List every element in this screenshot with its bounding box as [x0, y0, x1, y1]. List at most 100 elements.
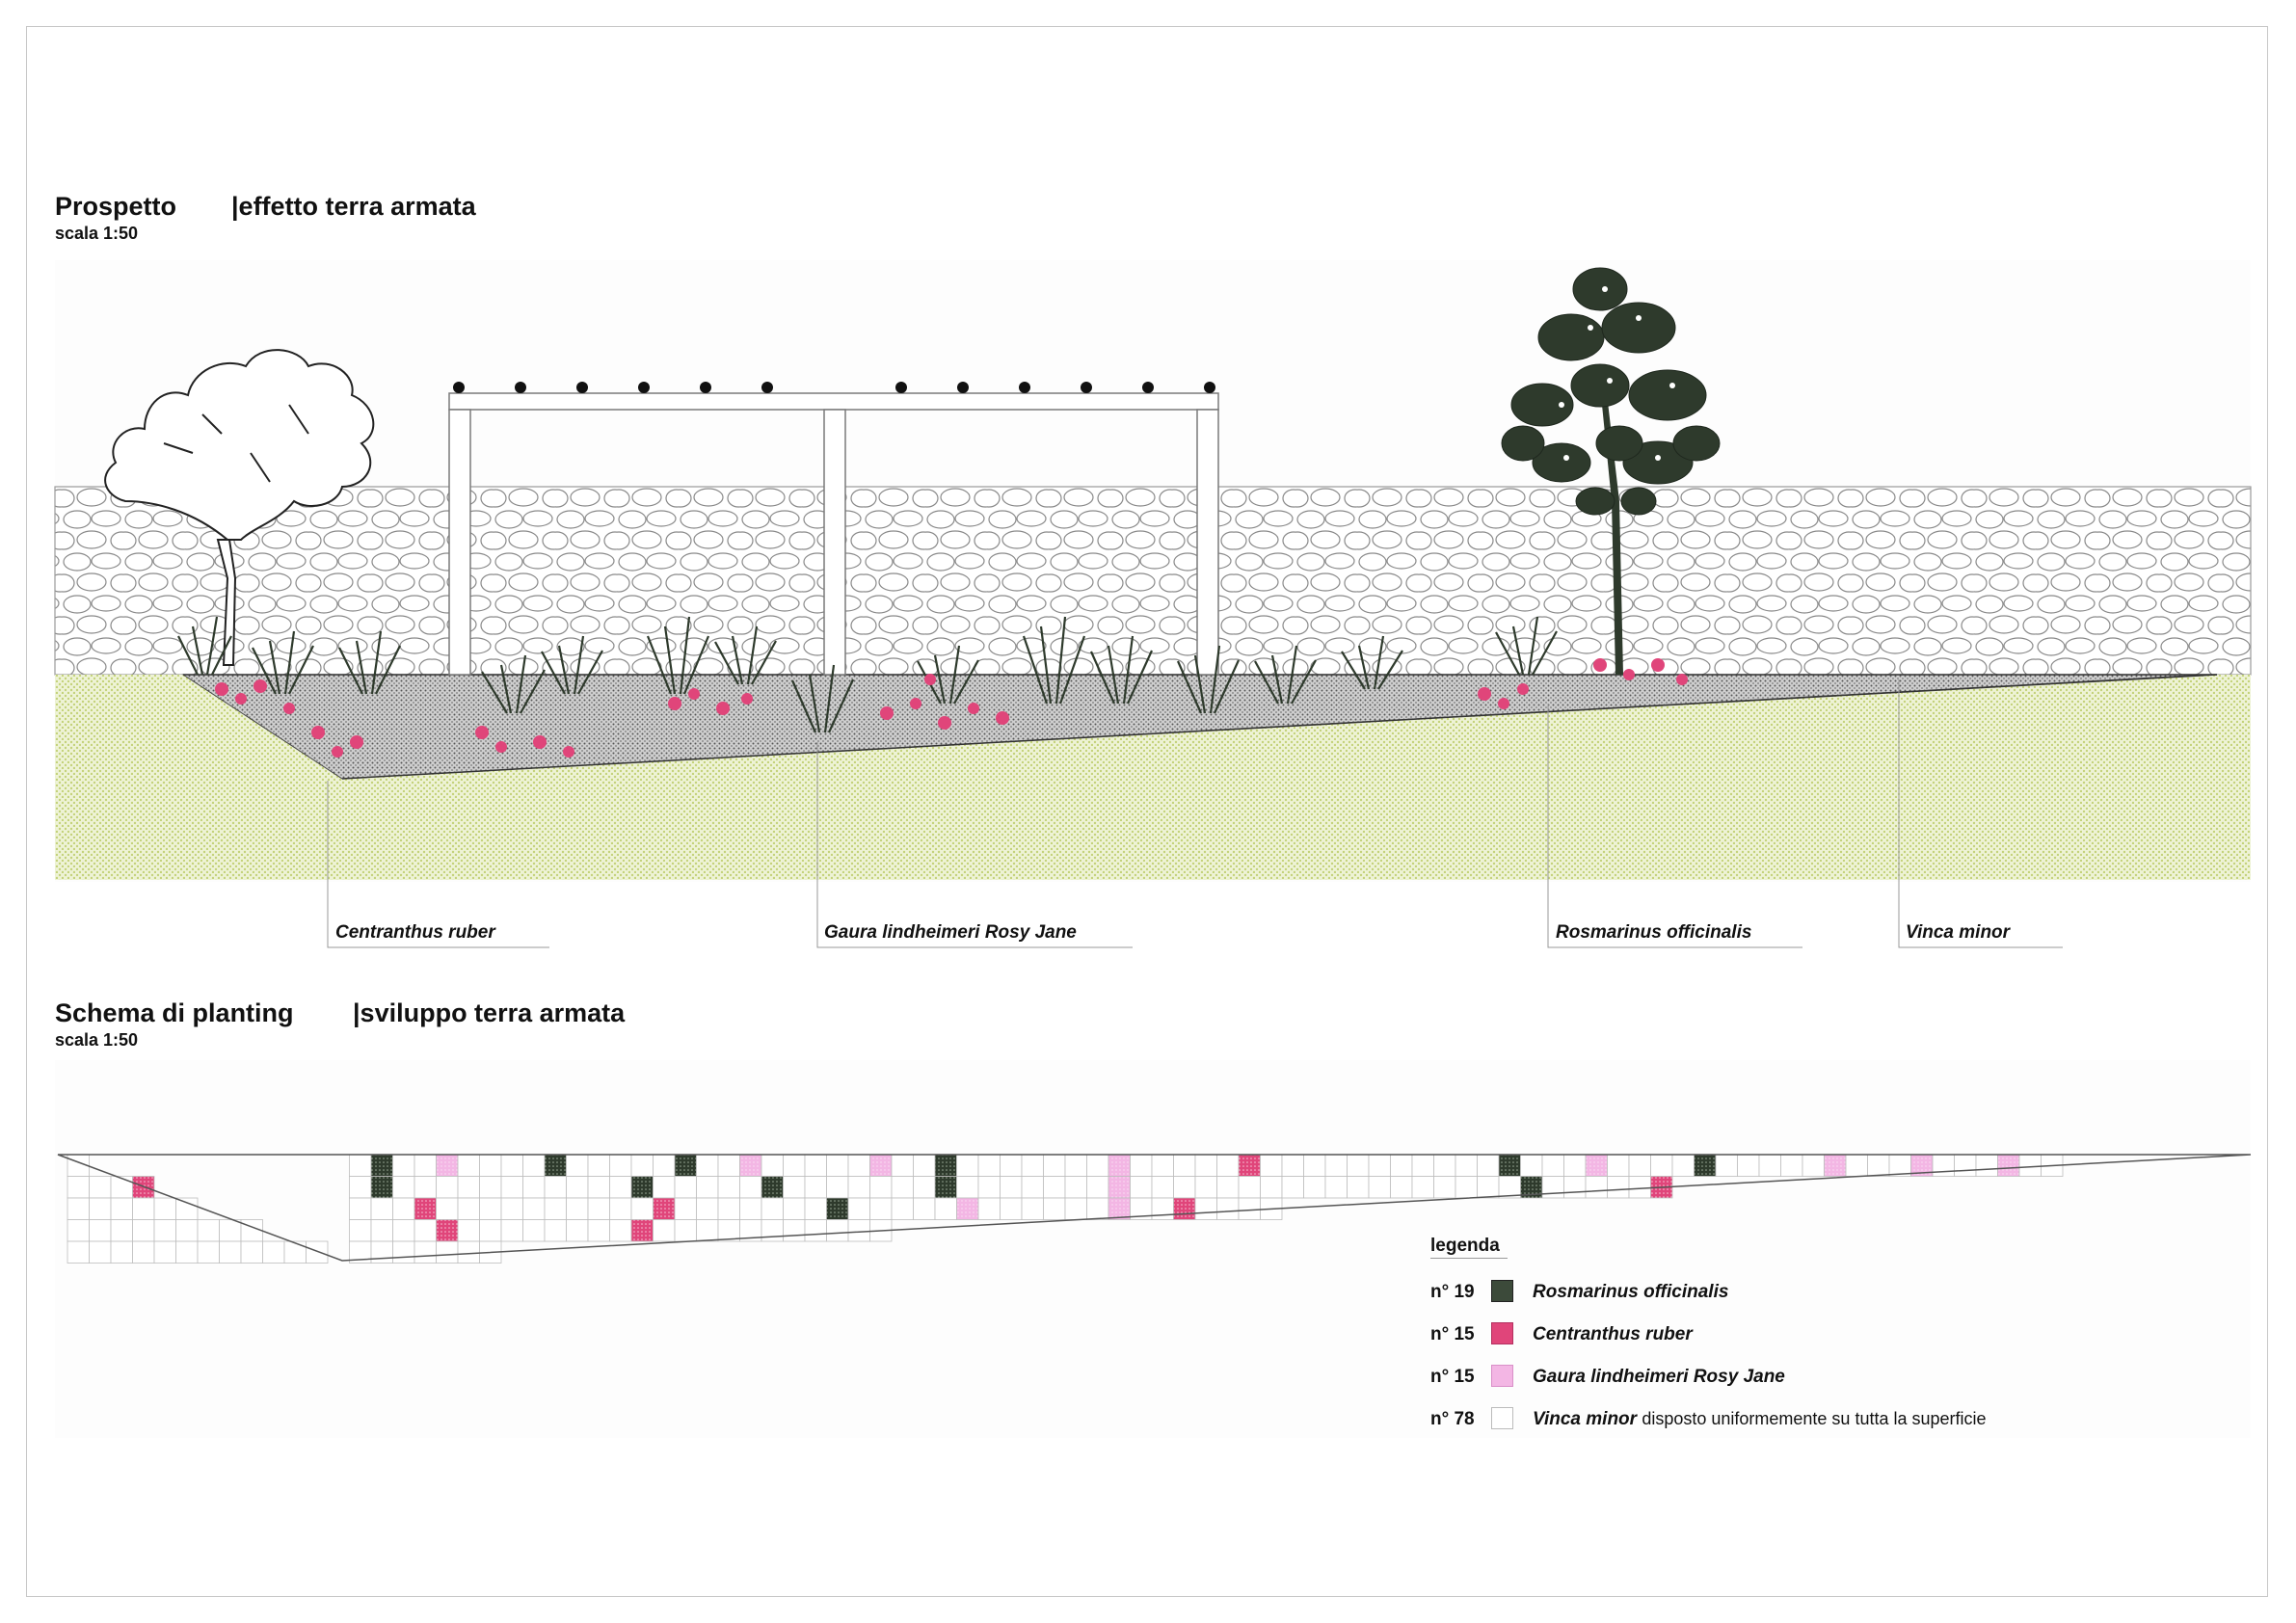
- cell-vinca: [1173, 1154, 1196, 1177]
- cell-vinca: [392, 1197, 415, 1220]
- cell-vinca: [457, 1176, 480, 1199]
- cell-vinca: [500, 1154, 523, 1177]
- cell-vinca: [370, 1219, 393, 1242]
- cell-vinca: [913, 1176, 936, 1199]
- cell-vinca: [913, 1154, 936, 1177]
- cell-vinca: [1260, 1176, 1283, 1199]
- cell-vinca: [609, 1176, 632, 1199]
- cell-vinca: [609, 1219, 632, 1242]
- cell-vinca: [869, 1197, 893, 1220]
- cell-vinca: [653, 1154, 676, 1177]
- cell-vinca: [1194, 1154, 1217, 1177]
- cell-vinca: [566, 1197, 589, 1220]
- cell-vinca: [1130, 1176, 1153, 1199]
- cell-gaura: [1108, 1154, 1131, 1177]
- cell-vinca: [739, 1197, 762, 1220]
- cell-vinca: [826, 1219, 849, 1242]
- cell-vinca: [349, 1197, 372, 1220]
- cell-vinca: [1607, 1154, 1630, 1177]
- cell-vinca: [913, 1197, 936, 1220]
- cell-vinca: [956, 1176, 979, 1199]
- cell-vinca: [1281, 1176, 1304, 1199]
- cell-vinca: [67, 1240, 90, 1264]
- cell-vinca: [2018, 1154, 2042, 1177]
- cell-vinca: [89, 1219, 112, 1242]
- cell-rosmarinus: [1694, 1154, 1717, 1177]
- cell-vinca: [653, 1219, 676, 1242]
- cell-vinca: [392, 1154, 415, 1177]
- cell-vinca: [1281, 1154, 1304, 1177]
- cell-vinca: [370, 1240, 393, 1264]
- cell-vinca: [1194, 1176, 1217, 1199]
- cell-vinca: [500, 1197, 523, 1220]
- legend-swatch-rosmarinus: [1491, 1280, 1513, 1302]
- pergola: [448, 392, 1219, 676]
- cell-vinca: [783, 1154, 806, 1177]
- cell-vinca: [1000, 1176, 1023, 1199]
- cell-vinca: [1151, 1176, 1174, 1199]
- cell-vinca: [847, 1154, 870, 1177]
- cell-vinca: [522, 1197, 546, 1220]
- cell-vinca: [783, 1197, 806, 1220]
- cell-vinca: [826, 1176, 849, 1199]
- legend-name: Centranthus ruber: [1533, 1324, 1693, 1344]
- cell-vinca: [1021, 1197, 1044, 1220]
- cell-vinca: [479, 1176, 502, 1199]
- cell-vinca: [696, 1219, 719, 1242]
- cell-gaura: [1824, 1154, 1847, 1177]
- cell-vinca: [609, 1154, 632, 1177]
- cell-vinca: [1324, 1154, 1348, 1177]
- cell-vinca: [587, 1197, 610, 1220]
- cell-vinca: [1347, 1176, 1370, 1199]
- cell-vinca: [1368, 1176, 1391, 1199]
- cell-vinca: [1433, 1154, 1456, 1177]
- cell-vinca: [392, 1240, 415, 1264]
- cell-vinca: [1173, 1176, 1196, 1199]
- cell-vinca: [761, 1219, 784, 1242]
- planting-scale: scala 1:50: [55, 1030, 139, 1050]
- cell-vinca: [1043, 1176, 1066, 1199]
- pergola-beam-ends: [453, 382, 1215, 393]
- cell-vinca: [1303, 1176, 1326, 1199]
- cell-vinca: [67, 1176, 90, 1199]
- cell-vinca: [1064, 1197, 1087, 1220]
- cell-vinca: [977, 1197, 1001, 1220]
- cell-vinca: [847, 1197, 870, 1220]
- legend-swatch-gaura: [1491, 1365, 1513, 1387]
- cell-vinca: [1520, 1154, 1543, 1177]
- cell-vinca: [457, 1219, 480, 1242]
- cell-vinca: [804, 1197, 827, 1220]
- cell-vinca: [479, 1219, 502, 1242]
- cell-centranthus: [436, 1219, 459, 1242]
- legend-row-vinca: n° 78 Vinca minor disposto uniformemente…: [1430, 1405, 2105, 1434]
- cell-vinca: [153, 1197, 176, 1220]
- cell-vinca: [89, 1176, 112, 1199]
- cell-vinca: [306, 1240, 329, 1264]
- cell-vinca: [1324, 1176, 1348, 1199]
- cell-vinca: [674, 1176, 697, 1199]
- cell-vinca: [1238, 1176, 1261, 1199]
- cell-vinca: [110, 1240, 133, 1264]
- cell-vinca: [1064, 1176, 1087, 1199]
- cell-vinca: [500, 1176, 523, 1199]
- cell-vinca: [717, 1154, 740, 1177]
- cell-vinca: [1086, 1176, 1109, 1199]
- left-tree: [104, 349, 375, 666]
- cell-vinca: [1021, 1154, 1044, 1177]
- cell-vinca: [414, 1240, 437, 1264]
- cell-vinca: [696, 1197, 719, 1220]
- cell-vinca: [934, 1197, 957, 1220]
- legend-count: n° 15: [1430, 1367, 1475, 1387]
- cell-vinca: [1433, 1176, 1456, 1199]
- cell-rosmarinus: [370, 1154, 393, 1177]
- cell-vinca: [1607, 1176, 1630, 1199]
- cell-vinca: [1238, 1197, 1261, 1220]
- cell-vinca: [1260, 1154, 1283, 1177]
- cell-vinca: [544, 1176, 567, 1199]
- cell-vinca: [414, 1154, 437, 1177]
- cell-vinca: [1758, 1154, 1781, 1177]
- cell-vinca: [479, 1154, 502, 1177]
- cell-gaura: [739, 1154, 762, 1177]
- cell-vinca: [674, 1219, 697, 1242]
